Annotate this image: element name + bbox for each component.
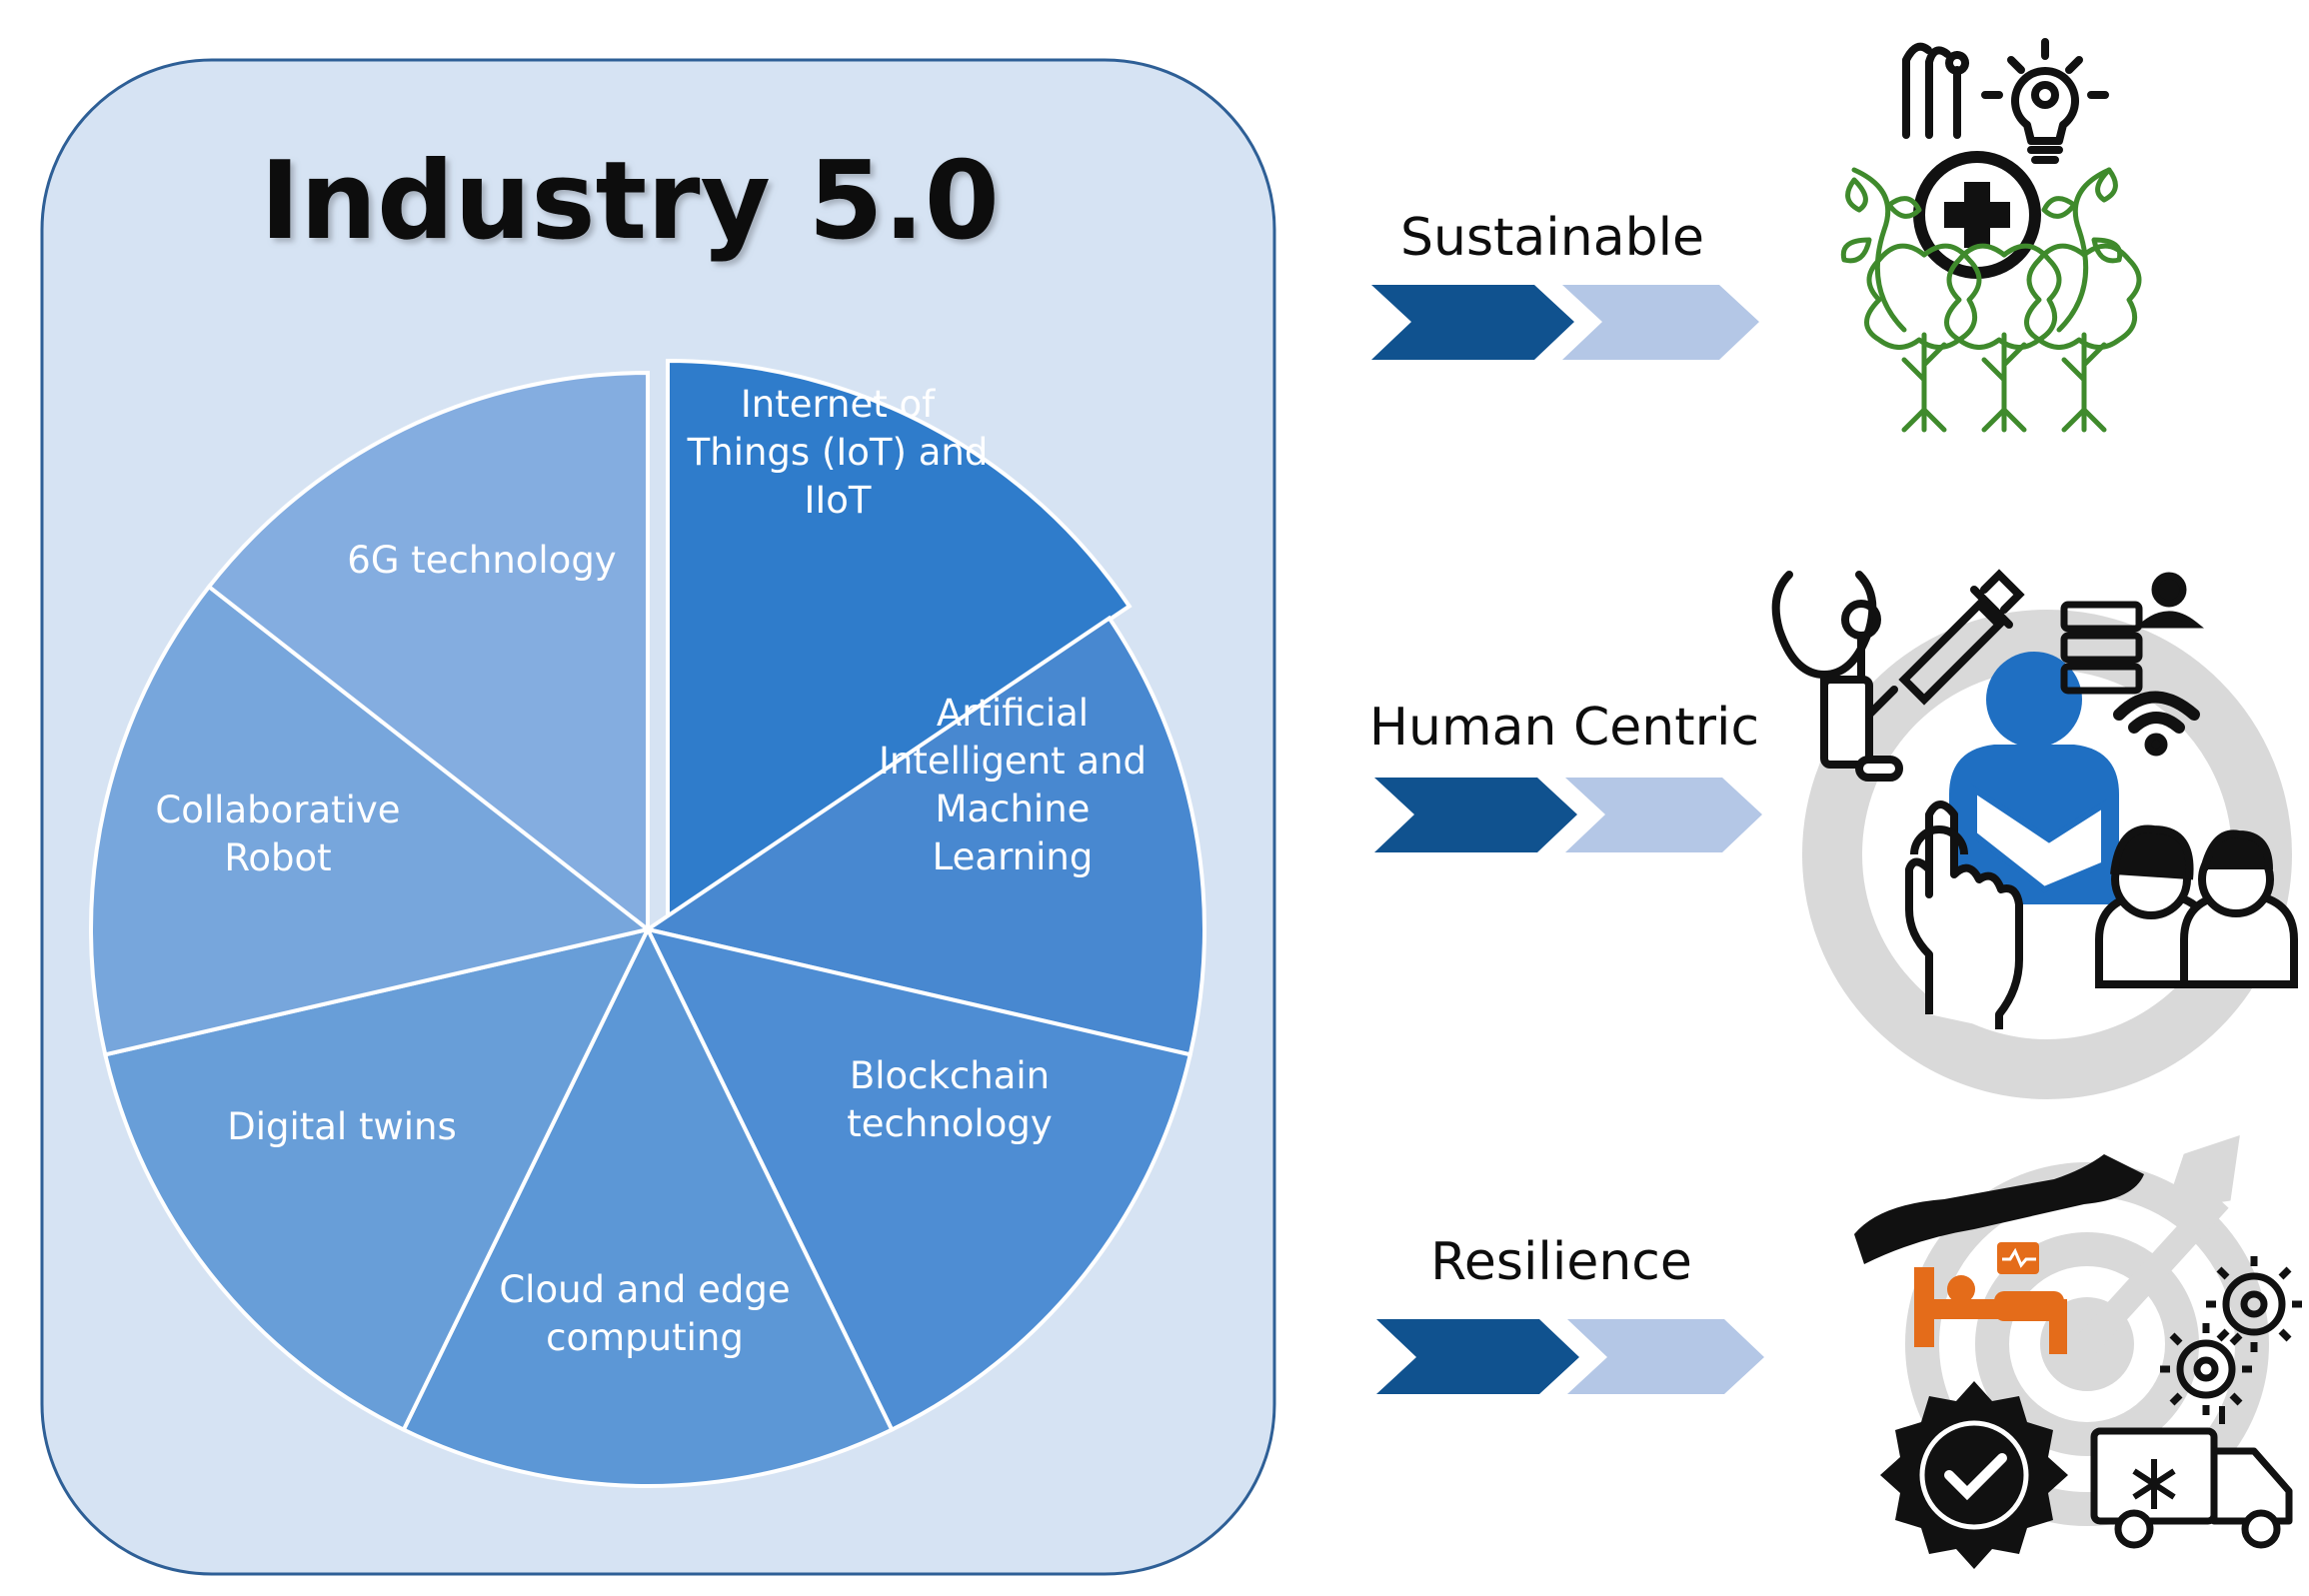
pie-label-line: Internet of (741, 383, 936, 426)
pie-label-blockchain: Blockchain technology (847, 1054, 1052, 1145)
medical-cross-icon (1913, 151, 2041, 279)
target-arrow-icon (2077, 1135, 2240, 1353)
chevron-light (1567, 1319, 1764, 1394)
server-wifi-icon (2060, 572, 2204, 757)
pillar-label-human-centric: Human Centric (1369, 698, 1759, 758)
pie-label-line: 6G technology (347, 539, 616, 582)
hand-touch-icon (1905, 800, 2023, 1029)
patient-centric-care-icon (1771, 569, 2298, 1099)
pie-label-line: Blockchain (850, 1054, 1050, 1097)
pie-slice-blockchain (644, 926, 1193, 1433)
panel-title: Industry 5.0 (260, 139, 1000, 264)
pie-label-line: technology (847, 1102, 1052, 1145)
ambulance-icon (2090, 1406, 2293, 1549)
pie-label-line: Digital twins (227, 1105, 457, 1148)
sustainable-healthcare-icon (1840, 38, 2142, 433)
pie-slice-robot (89, 584, 653, 1057)
chevron-dark (1376, 1319, 1579, 1394)
pie-label-line: Collaborative (155, 789, 400, 831)
pie-slice-ai (643, 615, 1206, 1057)
quality-badge-icon (1880, 1381, 2068, 1569)
dental-tool-icon (1925, 46, 1951, 139)
pie-label-cloud: Cloud and edge computing (499, 1268, 790, 1359)
arrow-human-centric (1374, 778, 1762, 852)
pie-label-line: Cloud and edge (499, 1268, 790, 1311)
pie-label-line: IIoT (804, 479, 871, 522)
syringe-icon (1865, 569, 2025, 719)
stethoscope-icon (1771, 571, 1903, 782)
chevron-dark (1371, 285, 1574, 360)
arm-sling-icon (1971, 784, 2107, 893)
trees-icon (1840, 167, 2142, 433)
pie-label-line: computing (546, 1316, 744, 1359)
chevron-light (1562, 285, 1759, 360)
pie-label-6g: 6G technology (347, 539, 616, 582)
pie-slice-twins (102, 926, 652, 1433)
pillar-label-sustainable: Sustainable (1400, 208, 1704, 268)
doctors-icon (2095, 824, 2298, 988)
pie-label-twins: Digital twins (227, 1105, 457, 1148)
pie-label-line: Machine (936, 788, 1091, 830)
pie-label-line: Learning (933, 835, 1094, 878)
hospital-bed-icon (1914, 1242, 2067, 1354)
dental-tool-icon (1902, 42, 1932, 139)
lightbulb-icon (1981, 38, 2109, 164)
chevron-light (1565, 778, 1762, 852)
pie-label-line: Robot (224, 836, 331, 879)
resilient-healthcare-icon (1854, 1135, 2302, 1569)
caring-hand-icon (1854, 1154, 2144, 1264)
pillar-label-resilience: Resilience (1430, 1232, 1692, 1292)
gears-icon (2160, 1256, 2302, 1415)
pie-label-line: Artificial (937, 692, 1089, 735)
pie-label-line: Things (IoT) and (687, 431, 989, 474)
arrow-resilience (1376, 1319, 1764, 1394)
chevron-dark (1374, 778, 1577, 852)
pie-slice-cloud (401, 924, 895, 1489)
pie-label-line: Intelligent and (879, 740, 1147, 783)
pie-slice-iot (666, 358, 1133, 921)
arrow-sustainable (1371, 285, 1759, 360)
pie-slice-6g (206, 370, 650, 934)
dental-tool-icon (1945, 51, 1969, 139)
